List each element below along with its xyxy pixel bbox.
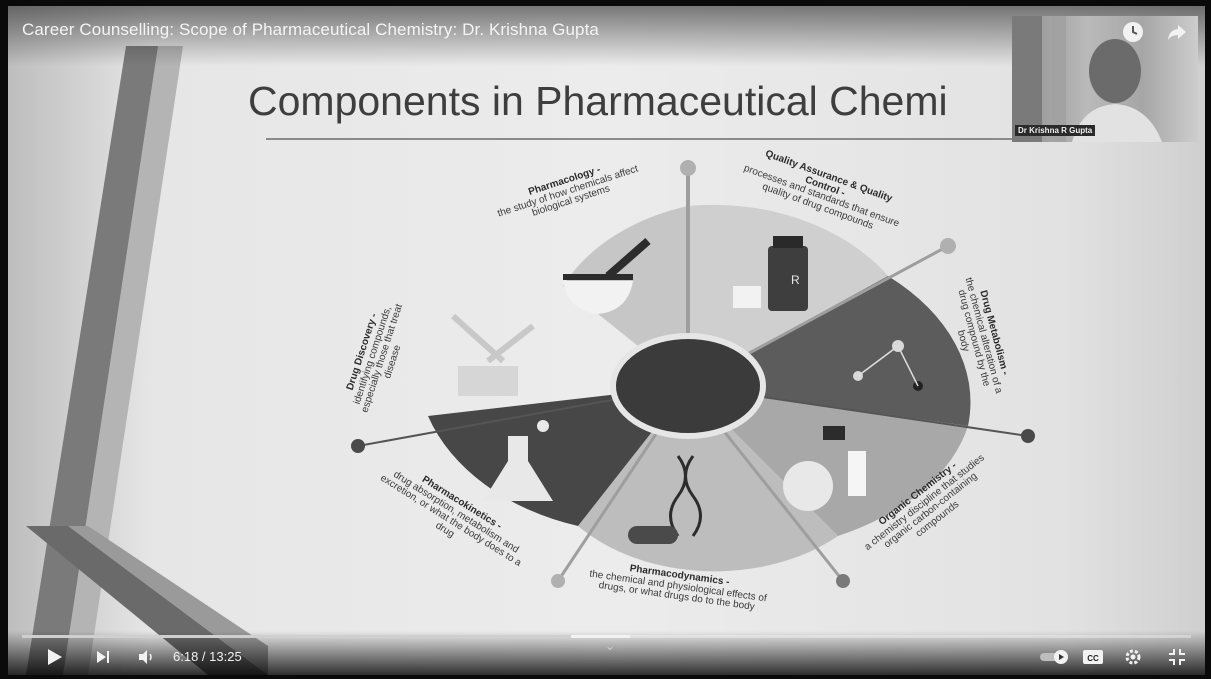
time-display: 6:18 / 13:25 — [173, 649, 242, 664]
progress-bar[interactable] — [22, 635, 1191, 638]
captions-button[interactable]: CC — [1080, 645, 1106, 669]
wheel-graphic: R — [351, 160, 1035, 588]
share-button[interactable] — [1163, 18, 1191, 46]
clock-icon — [1123, 22, 1143, 42]
captions-label: CC — [1087, 654, 1099, 663]
presenter-webcam: Dr Krishna R Gupta — [1012, 16, 1198, 142]
rx-label: R — [791, 273, 800, 287]
share-icon — [1168, 25, 1186, 40]
slide-title: Components in Pharmaceutical Chemi — [248, 78, 948, 124]
presenter-name-label: Dr Krishna R Gupta — [1015, 125, 1096, 136]
autoplay-toggle-icon — [1040, 650, 1068, 664]
autoplay-toggle[interactable] — [1038, 645, 1072, 669]
volume-button[interactable] — [134, 645, 160, 669]
exit-fullscreen-icon — [1169, 649, 1185, 665]
drug-discovery-icon — [450, 313, 535, 396]
segment-organic-chemistry — [688, 386, 968, 536]
volume-icon — [139, 650, 152, 664]
play-button[interactable] — [42, 645, 68, 669]
progress-played — [22, 635, 572, 638]
slide-background — [8, 6, 1205, 675]
molecule-icon — [853, 340, 923, 391]
medicine-bottle-icon — [733, 236, 808, 311]
exit-fullscreen-button[interactable] — [1164, 645, 1190, 669]
play-icon — [48, 649, 62, 665]
video-title[interactable]: Career Counselling: Scope of Pharmaceuti… — [22, 20, 599, 39]
settings-icon — [1125, 649, 1141, 665]
settings-button[interactable] — [1120, 645, 1146, 669]
top-right-actions — [1119, 18, 1191, 46]
mortar-pestle-icon — [563, 237, 651, 314]
title-overlay — [8, 6, 1205, 66]
next-icon — [97, 651, 109, 663]
slide-title-divider — [266, 138, 1108, 140]
player-controls: ⌄ 6:18 / 13:25 CC — [8, 631, 1205, 675]
flask-icon — [783, 426, 866, 511]
watch-later-button[interactable] — [1119, 18, 1147, 46]
slide-decorative-stripes — [26, 46, 268, 675]
segment-pharmacodynamics — [578, 386, 838, 572]
video-viewport[interactable]: Career Counselling: Scope of Pharmaceuti… — [8, 6, 1205, 675]
chevron-down-icon[interactable]: ⌄ — [605, 639, 616, 653]
next-button[interactable] — [90, 645, 116, 669]
lab-flask-icon — [483, 420, 553, 501]
components-wheel-diagram: R Pharmacology -the study of how chemica… — [328, 146, 1048, 621]
dna-capsule-icon — [628, 455, 702, 544]
wheel-hub — [610, 333, 766, 439]
captions-icon: CC — [1083, 650, 1103, 664]
